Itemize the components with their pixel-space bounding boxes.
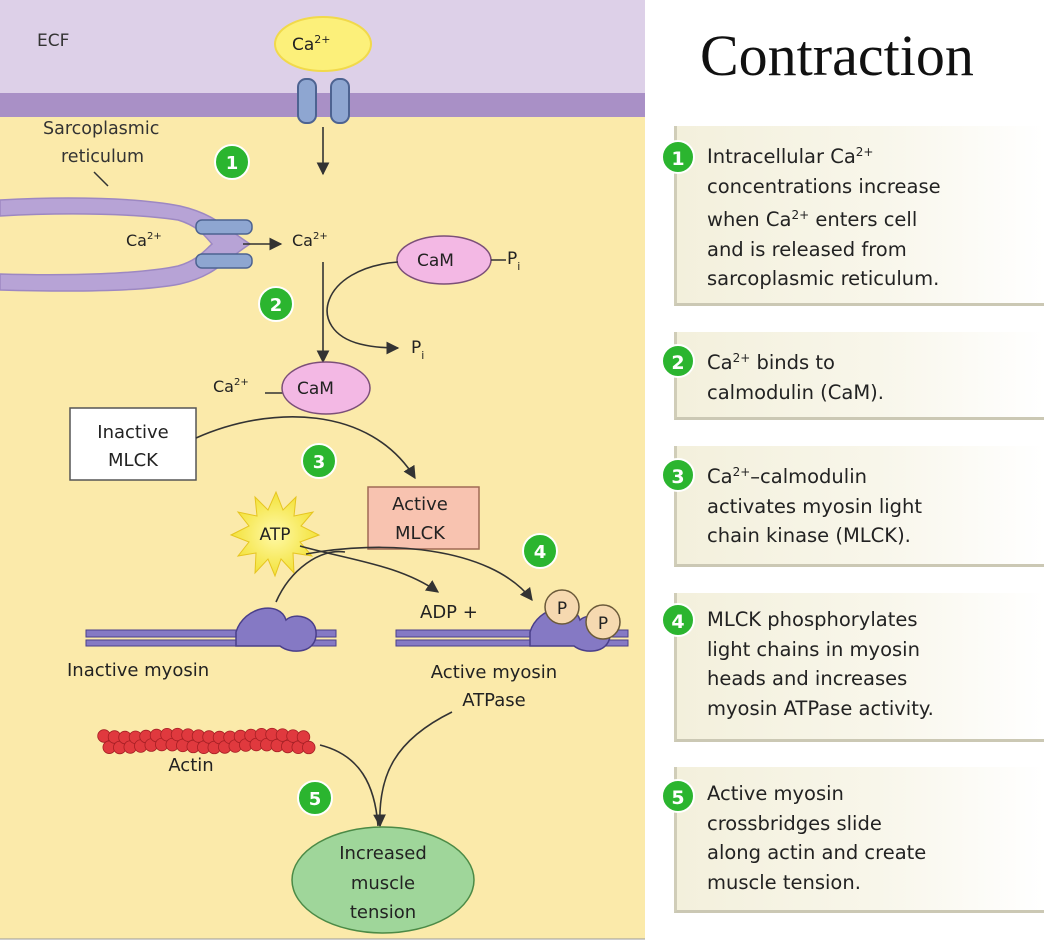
phosphorylation-arrow [305, 546, 533, 602]
page-title: Contraction [700, 23, 974, 88]
svg-text:4: 4 [534, 542, 547, 563]
diagram-badge-5: 5 [297, 780, 333, 816]
step-text-line: when Ca2+ enters cell [707, 208, 918, 231]
step-panel-1: 1 Intracellular Ca2+ concentrations incre… [661, 126, 1044, 306]
step-panel-3: 3 Ca2+–calmodulin activates myosin light c… [661, 446, 1044, 567]
phosphate-1-label: P [557, 599, 567, 619]
step-text-line: myosin ATPase activity. [707, 696, 934, 720]
step-badge: 3 [661, 458, 695, 492]
inactive-mlck-label-2: MLCK [108, 450, 159, 471]
svg-text:3: 3 [313, 452, 326, 473]
step-text-line: calmodulin (CaM). [707, 380, 884, 404]
svg-text:1: 1 [226, 153, 239, 174]
ca-ion-sr: Ca2+ [126, 231, 162, 250]
step-text-line: light chains in myosin [707, 637, 920, 661]
increased-tension-node [291, 826, 475, 934]
step-text-line: MLCK phosphorylates [707, 608, 918, 631]
cam-label-top: CaM [417, 251, 454, 271]
step-text-line: heads and increases [707, 667, 908, 690]
contraction-pathway-diagram: ECF Ca2+ Sarcoplasmic reticulum Ca2+ Ca2… [0, 0, 645, 940]
step-badge: 1 [661, 140, 695, 174]
step-text-line: concentrations increase [707, 174, 941, 198]
inactive-mlck-label-1: Inactive [97, 422, 168, 443]
actin-filament [97, 727, 316, 755]
step-text-line: Active myosin [707, 782, 844, 805]
diagram-badge-1: 1 [214, 144, 250, 180]
tension-label-1: Increased [339, 843, 427, 864]
atp-label: ATP [260, 525, 291, 545]
svg-text:5: 5 [309, 789, 322, 810]
membrane-calcium-channel [297, 78, 350, 124]
step-text-line: sarcoplasmic reticulum. [707, 267, 940, 290]
step-text-line: along actin and create [707, 841, 927, 864]
active-mlck-box [367, 486, 480, 550]
ca-bound-label: Ca2+ [213, 377, 249, 396]
step-text-line: Ca2+–calmodulin [707, 465, 867, 488]
phosphate-2 [585, 604, 621, 640]
active-mlck-label-2: MLCK [395, 523, 446, 544]
atp-to-adp-arrow [299, 545, 440, 593]
sr-label-line2: reticulum [61, 147, 144, 167]
pi-label-top: Pi [507, 249, 520, 273]
step-panel-5: 5 Active myosin crossbridges slide along a… [661, 767, 1044, 913]
step-text: Intracellular Ca2+ concentrations increas… [707, 138, 1027, 294]
cam-dephosphorylation-arrow [326, 261, 400, 355]
myosin-to-tension-arrow [373, 711, 453, 828]
sr-label-line1: Sarcoplasmic [43, 119, 159, 139]
step-text-line: crossbridges slide [707, 811, 882, 835]
step-text: Ca2+–calmodulin activates myosin light cha… [707, 458, 1027, 551]
pi-label-released: Pi [411, 338, 424, 362]
tension-label-2: muscle [351, 873, 415, 894]
phosphate-2-label: P [598, 614, 608, 634]
step-text-line: Intracellular Ca2+ [707, 145, 874, 168]
sarcoplasmic-reticulum [0, 197, 252, 292]
actin-bead [296, 730, 311, 744]
inactive-myosin-molecule [85, 607, 337, 652]
active-myosin-label-1: Active myosin [431, 662, 557, 683]
active-myosin-label-2: ATPase [462, 690, 525, 711]
step-text-line: activates myosin light [707, 494, 923, 518]
inactive-mlck-box [69, 407, 197, 481]
tension-label-3: tension [350, 902, 416, 923]
step-text: Ca2+ binds to calmodulin (CaM). [707, 344, 1027, 407]
ca-ion-cytosol: Ca2+ [292, 231, 328, 250]
step-badge: 5 [661, 779, 695, 813]
step-panel-2: 2 Ca2+ binds to calmodulin (CaM). [661, 332, 1044, 420]
cell-membrane [0, 93, 645, 117]
ecf-label: ECF [37, 31, 69, 51]
ca-ion-ecf-label: Ca2+ [292, 33, 331, 55]
diagram-badge-2: 2 [258, 286, 294, 322]
actin-to-tension-arrow [319, 744, 379, 827]
step-text: MLCK phosphorylates light chains in myosi… [707, 605, 1027, 723]
active-mlck-label-1: Active [392, 494, 448, 515]
step-text-line: chain kinase (MLCK). [707, 524, 911, 547]
step-panel-4: 4 MLCK phosphorylates light chains in myo… [661, 593, 1044, 742]
cam-label-bound: CaM [297, 379, 334, 399]
svg-text:2: 2 [270, 295, 283, 316]
phosphate-1 [544, 589, 580, 625]
actin-label: Actin [168, 755, 213, 776]
ca-ion-ecf [274, 16, 372, 72]
mlck-activation-arrow [195, 416, 416, 480]
myosin-to-atp-arrow [275, 550, 346, 603]
sr-calcium-channel [195, 219, 253, 269]
adp-label: ADP + [420, 602, 478, 623]
atp-starburst [229, 490, 321, 578]
step-text-line: Ca2+ binds to [707, 351, 835, 374]
sr-label-pointer [93, 171, 109, 187]
step-text-line: muscle tension. [707, 870, 861, 894]
step-text-line: and is released from [707, 237, 907, 261]
actin-bead [302, 740, 316, 755]
step-badge: 4 [661, 603, 695, 637]
cam-calcium-complex [281, 361, 371, 415]
step-text: Active myosin crossbridges slide along act… [707, 779, 1027, 897]
step-badge: 2 [661, 344, 695, 378]
diagram-badge-4: 4 [522, 533, 558, 569]
inactive-myosin-label: Inactive myosin [67, 660, 209, 681]
diagram-badge-3: 3 [301, 443, 337, 479]
